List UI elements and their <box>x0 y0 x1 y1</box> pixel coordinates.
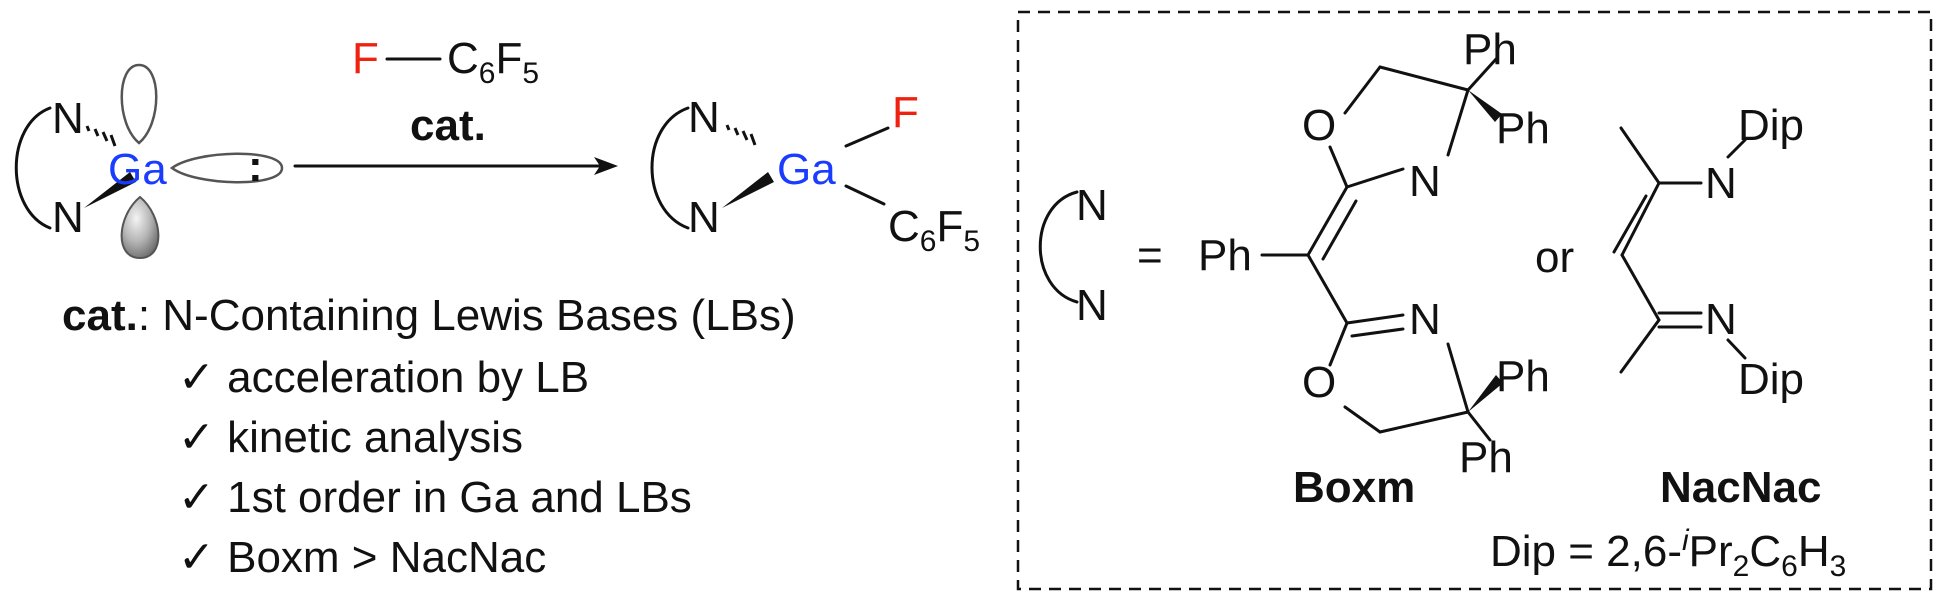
nacnac-label: NacNac <box>1660 463 1821 512</box>
check-item: ✓ 1st order in Ga and LBs <box>178 473 692 522</box>
p-orbital-lobe-top <box>120 63 158 145</box>
lone-pair-orbital <box>169 152 284 184</box>
reactant-ga-complex: N N Ga : <box>14 63 284 260</box>
lone-pair-dots: : <box>248 142 263 191</box>
oxygen-atom: O <box>1302 101 1336 150</box>
phenyl-group: Ph <box>1463 25 1517 74</box>
dip-group: Dip <box>1738 355 1804 404</box>
wedge-bond <box>1468 90 1502 122</box>
c6f5-group: C6F5 <box>447 34 539 90</box>
hashed-bond <box>725 124 757 146</box>
n-atom: N <box>52 94 84 143</box>
phenyl-group: Ph <box>1496 352 1550 401</box>
oxygen-atom: O <box>1302 358 1336 407</box>
wedge-bond <box>1468 375 1503 412</box>
ligand-definition-box <box>1016 10 1933 591</box>
catalyst-note: cat.: N-Containing Lewis Bases (LBs) ✓ a… <box>62 291 796 582</box>
nitrogen-atom: N <box>1409 295 1441 344</box>
nacnac-structure: N Dip N Dip <box>1612 101 1804 404</box>
nitrogen-atom: N <box>1705 295 1737 344</box>
dip-group: Dip <box>1738 101 1804 150</box>
n-atom: N <box>1076 181 1108 230</box>
check-item: ✓ Boxm > NacNac <box>178 533 546 582</box>
n-atom: N <box>1076 281 1108 330</box>
nn-ligand-symbol: N N <box>1038 181 1108 330</box>
product-ga-complex: N N Ga F C6F5 <box>650 88 980 258</box>
hashed-bond <box>85 125 117 147</box>
nitrogen-atom: N <box>1409 157 1441 206</box>
boxm-label: Boxm <box>1293 463 1415 512</box>
phenyl-group: Ph <box>1198 231 1252 280</box>
or-text: or <box>1535 233 1574 282</box>
check-item: ✓ kinetic analysis <box>178 413 523 462</box>
ga-c-bond <box>844 184 886 206</box>
c6f5-group: C6F5 <box>888 202 980 258</box>
reaction-arrow <box>293 157 618 175</box>
fluorine-atom: F <box>892 88 919 137</box>
wedge-bond <box>84 172 136 208</box>
wedge-bond <box>722 172 774 208</box>
n-atom: N <box>688 193 720 242</box>
reagent-fluoroarene: F C6F5 <box>352 34 539 90</box>
equals-sign: = <box>1137 231 1163 280</box>
fluorine-atom: F <box>352 34 379 83</box>
boxm-structure: Ph O N Ph Ph N O Ph Ph <box>1198 25 1550 482</box>
phenyl-group: Ph <box>1496 104 1550 153</box>
gallium-atom: Ga <box>777 145 836 194</box>
dip-definition: Dip = 2,6-iPr2C6H3 <box>1490 524 1846 583</box>
gallium-atom: Ga <box>108 145 167 194</box>
ga-f-bond <box>844 126 890 148</box>
n-atom: N <box>52 193 84 242</box>
catalyst-heading: cat.: N-Containing Lewis Bases (LBs) <box>62 291 796 340</box>
p-orbital-lobe-bottom <box>120 195 160 260</box>
chelate-arc <box>14 106 52 230</box>
phenyl-group: Ph <box>1459 433 1513 482</box>
chelate-arc <box>650 106 690 230</box>
check-item: ✓ acceleration by LB <box>178 353 589 402</box>
arrow-catalyst-label: cat. <box>410 101 486 150</box>
nitrogen-atom: N <box>1705 159 1737 208</box>
n-atom: N <box>688 93 720 142</box>
